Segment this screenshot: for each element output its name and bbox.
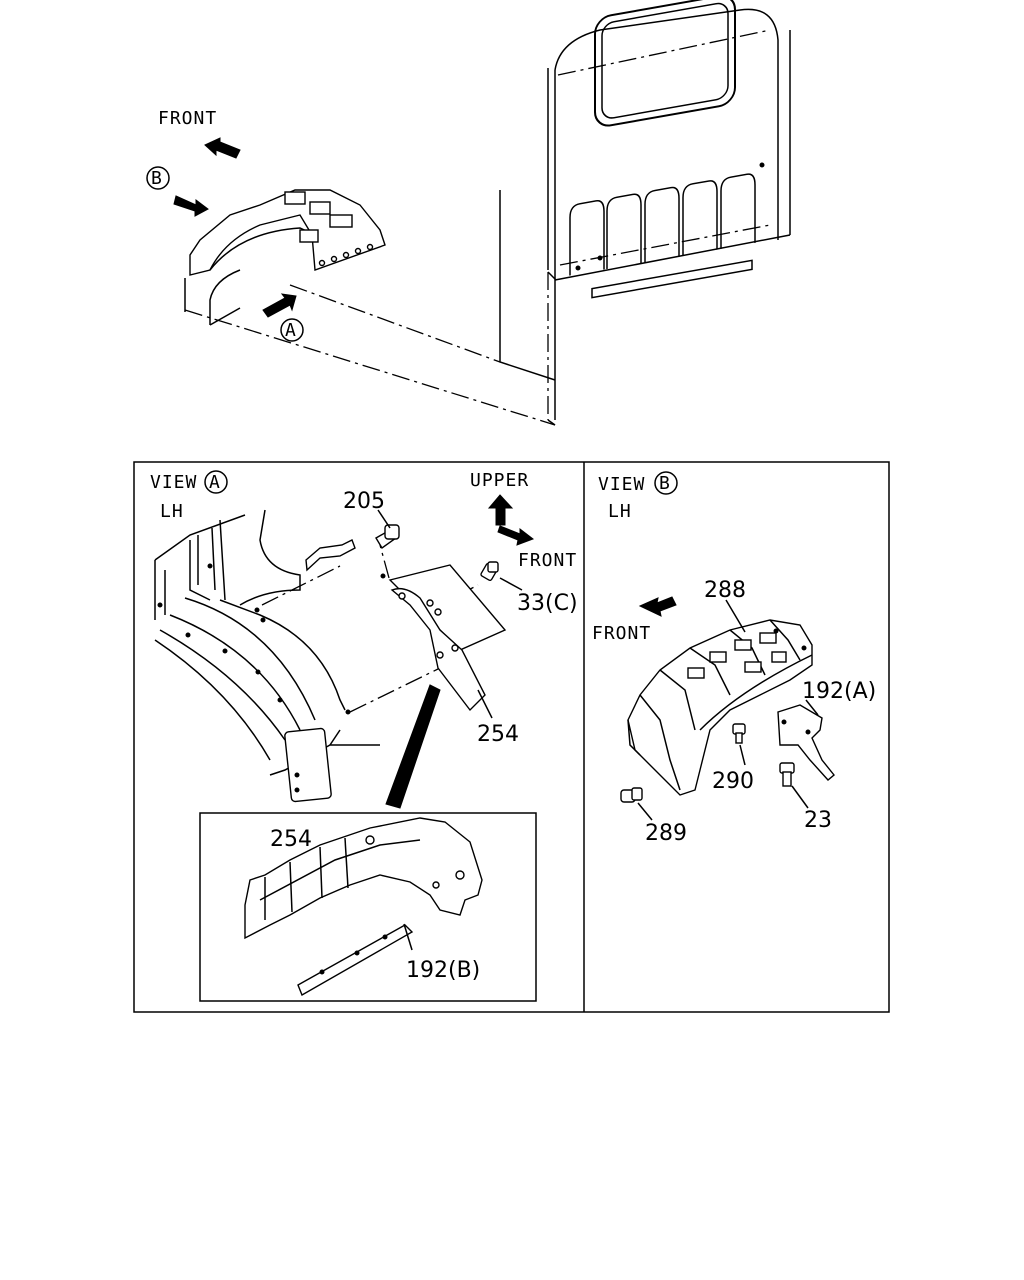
overview-front-label: FRONT xyxy=(158,108,217,129)
view-a-prefix: VIEW xyxy=(150,472,197,493)
view-b-letter: B xyxy=(659,473,671,494)
detail-box xyxy=(199,812,537,1002)
clip-205-icon xyxy=(375,524,400,550)
view-a-front-label: FRONT xyxy=(518,550,577,571)
part-label-192a: 192(A) xyxy=(802,679,876,704)
view-b-front-label: FRONT xyxy=(592,623,651,644)
view-b-arrow-icon xyxy=(173,195,209,217)
part-label-23: 23 xyxy=(804,808,832,833)
overview-fender xyxy=(184,189,386,326)
strip-192a xyxy=(777,704,835,781)
part-label-205: 205 xyxy=(343,489,385,514)
view-a-side: LH xyxy=(160,501,184,522)
view-a-upper-label: UPPER xyxy=(470,470,529,491)
upper-arrow-icon xyxy=(487,494,514,526)
bolt-23-icon xyxy=(779,762,795,787)
part-label-289: 289 xyxy=(645,821,687,846)
view-a-panel: VIEW A LH UPPER FRONT xyxy=(150,470,578,1002)
fender-liner-288 xyxy=(627,619,813,796)
detail-bracket-254 xyxy=(244,817,483,940)
part-label-290: 290 xyxy=(712,769,754,794)
part-label-254: 254 xyxy=(477,722,519,747)
front-arrow-icon xyxy=(638,596,677,617)
overview-callout-a: A xyxy=(285,320,297,341)
detail-strip-192b xyxy=(297,924,414,997)
front-arrow-icon xyxy=(204,137,241,159)
cab-overview: FRONT B A xyxy=(146,0,791,426)
views-frame xyxy=(133,461,890,1013)
part-label-33c: 33(C) xyxy=(517,591,578,616)
detail-label-192b: 192(B) xyxy=(406,958,480,983)
view-a-letter: A xyxy=(209,472,221,493)
view-a-arrow-icon xyxy=(262,293,297,318)
clip-289-icon xyxy=(620,787,643,803)
overview-callout-b: B xyxy=(151,168,163,189)
view-b-prefix: VIEW xyxy=(598,474,645,495)
view-b-side: LH xyxy=(608,501,632,522)
clip-290-icon xyxy=(732,723,746,744)
front-arrow-icon xyxy=(497,525,535,546)
detail-pointer xyxy=(385,684,441,809)
detail-label-254: 254 xyxy=(270,827,312,852)
bolt-33c-icon xyxy=(480,561,499,582)
part-label-288: 288 xyxy=(704,578,746,603)
view-b-panel: VIEW B LH FRONT 288 xyxy=(592,471,876,846)
